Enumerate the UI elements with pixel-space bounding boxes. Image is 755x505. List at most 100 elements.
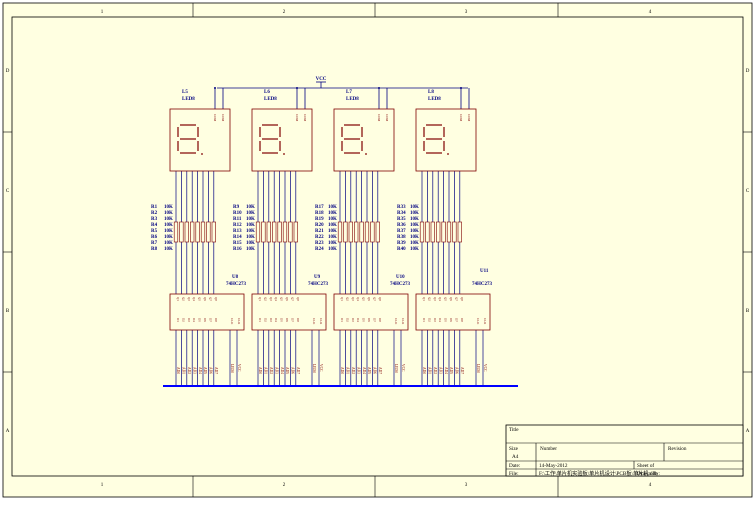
latch-U10-pin-Q4: Q4 (356, 297, 360, 301)
latch-U8-pin-D8: D8 (214, 318, 218, 322)
net-label-U11-AD7: AD7 (460, 367, 464, 374)
latch-U9-pin-Q4: Q4 (274, 297, 278, 301)
display-1-junction (214, 87, 216, 89)
latch-U10-pin-D5: D5 (362, 318, 366, 322)
net-label-U11-AD2: AD2 (433, 367, 437, 374)
latch-U8-pin-Q6: Q6 (203, 297, 207, 301)
resistor-R5-body (195, 221, 200, 243)
latch-U8-part: 74HC273 (226, 282, 247, 287)
zone-top-1: 1 (101, 10, 104, 15)
display-4-com-1: COM (467, 114, 471, 121)
zone-top-2: 2 (283, 10, 286, 15)
resistor-R12-value: 10K (246, 223, 255, 228)
display-2-body (251, 108, 313, 172)
net-label-U8-AD6: AD6 (209, 367, 213, 374)
latch-U11-pin-Q2: Q2 (427, 297, 431, 301)
latch-U9-pin-D8: D8 (296, 318, 300, 322)
title-label: Title (509, 427, 519, 433)
resistor-R13-ref: R13 (233, 229, 242, 234)
latch-U9-pin-CLK: CLK (312, 318, 316, 325)
resistor-R22-ref: R22 (315, 235, 324, 240)
resistor-R9-ref: R9 (233, 205, 240, 210)
latch-U8-pin-Q5: Q5 (198, 297, 202, 301)
latch-U8-pin-D4: D4 (192, 318, 196, 322)
net-label-U8-AD7: AD7 (214, 367, 218, 374)
latch-U10-pin-D1: D1 (340, 318, 344, 322)
zone-right-A: A (746, 429, 750, 434)
net-label-U10-AD3: AD3 (356, 367, 360, 374)
size-label: Size (509, 446, 519, 452)
resistor-R10-ref: R10 (233, 211, 242, 216)
latch-U9-ref: U9 (314, 275, 321, 280)
resistor-R39-value: 10K (410, 241, 419, 246)
zone-bottom-3: 3 (465, 483, 468, 488)
net-label-U11-VCC: VCC (483, 364, 487, 372)
resistor-R33-value: 10K (410, 205, 419, 210)
file-value: F:\工作\单片机实验板\单片机设计\PCB板\单片机.ddb (539, 469, 658, 477)
display-4-dp (447, 153, 449, 155)
latch-U8-pin-D6: D6 (203, 318, 207, 322)
latch-U10-pin-Q1: Q1 (340, 297, 344, 301)
resistor-R17-value: 10K (328, 205, 337, 210)
net-label-U9-AD4: AD4 (280, 367, 284, 374)
latch-U8-pin-Q3: Q3 (187, 297, 191, 301)
display-1-part: LED8 (182, 97, 195, 102)
size-value: A4 (512, 454, 519, 460)
resistor-R10-body (261, 221, 266, 243)
resistor-R36-body (436, 221, 441, 243)
resistor-R1-ref: R1 (151, 205, 158, 210)
resistor-R39-body (452, 221, 457, 243)
zone-top-3: 3 (465, 10, 468, 15)
resistor-R35-body (430, 221, 435, 243)
net-label-U8-AD5: AD5 (203, 367, 207, 374)
zone-right-B: B (746, 309, 750, 314)
resistor-R18-ref: R18 (315, 211, 324, 216)
latch-U11-pin-Q3: Q3 (433, 297, 437, 301)
resistor-R12-ref: R12 (233, 223, 242, 228)
resistor-R13-body (277, 221, 282, 243)
resistor-R18-value: 10K (328, 211, 337, 216)
resistor-R3-value: 10K (164, 217, 173, 222)
net-label-U10-AD0: AD0 (340, 367, 344, 374)
latch-U9-pin-Q1: Q1 (258, 297, 262, 301)
net-label-U9-AD7: AD7 (296, 367, 300, 374)
latch-U10-pin-Q7: Q7 (372, 297, 376, 301)
latch-U9-pin-D5: D5 (280, 318, 284, 322)
latch-U9-pin-D7: D7 (290, 318, 294, 322)
latch-U9-pin-Q8: Q8 (296, 297, 300, 301)
resistor-R2-ref: R2 (151, 211, 158, 216)
latch-U10-pin-Q8: Q8 (378, 297, 382, 301)
zone-right-C: C (746, 189, 750, 194)
display-1-ref: L5 (182, 90, 188, 95)
latch-U10-body (333, 293, 409, 331)
resistor-R5-value: 10K (164, 229, 173, 234)
net-label-U11-AD0: AD0 (422, 367, 426, 374)
resistor-R13-value: 10K (246, 229, 255, 234)
latch-U11-pin-D1: D1 (422, 318, 426, 322)
resistor-R21-ref: R21 (315, 229, 324, 234)
display-2-ref: L6 (264, 90, 270, 95)
net-label-U9-AD2: AD2 (269, 367, 273, 374)
latch-U10-ref: U10 (396, 275, 405, 280)
display-3-com-1: COM (385, 114, 389, 121)
resistor-R39-ref: R39 (397, 241, 406, 246)
zone-bottom-2: 2 (283, 483, 286, 488)
latch-U11-ref: U11 (480, 269, 489, 274)
vcc-label: VCC (316, 77, 327, 82)
net-label-U9-AD3: AD3 (274, 367, 278, 374)
resistor-R16-ref: R16 (233, 247, 242, 252)
latch-U10-pin-D2: D2 (345, 318, 349, 322)
latch-U8-pin-CLK: CLK (230, 318, 234, 325)
latch-U11-pin-Q1: Q1 (422, 297, 426, 301)
resistor-R12-body (272, 221, 277, 243)
latch-U9-pin-Q6: Q6 (285, 297, 289, 301)
latch-U10-pin-CLK: CLK (394, 318, 398, 325)
net-label-U11-AD5: AD5 (449, 367, 453, 374)
net-label-U10-VCC: VCC (401, 364, 405, 372)
resistor-R22-body (364, 221, 370, 243)
display-4-ref: L8 (428, 90, 434, 95)
resistor-R34-ref: R34 (397, 211, 406, 216)
resistor-R20-ref: R20 (315, 223, 324, 228)
net-label-U10-AD1: AD1 (346, 367, 350, 374)
